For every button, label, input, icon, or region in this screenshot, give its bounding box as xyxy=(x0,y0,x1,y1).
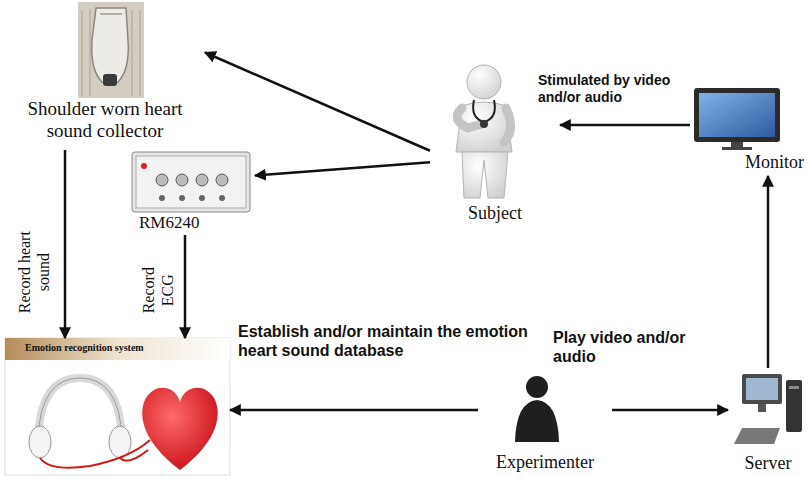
computer-box: Server xyxy=(728,368,808,474)
illustration-part xyxy=(789,386,799,389)
node-caption: RM6240 xyxy=(139,213,249,233)
illustration-part xyxy=(694,88,780,142)
illustration-part xyxy=(699,93,775,137)
node-caption: Shoulder worn heart sound collector xyxy=(5,98,205,142)
monitor-box: Monitor xyxy=(690,84,808,176)
illustration-part xyxy=(141,163,147,169)
illustration-part xyxy=(526,376,548,398)
arrow-connector xyxy=(255,162,430,175)
experimenter-figure xyxy=(515,376,559,442)
illustration-part xyxy=(40,440,150,468)
illustration-part xyxy=(29,426,51,458)
server-computer xyxy=(734,374,802,444)
system-box: Emotion recognition system xyxy=(5,338,230,475)
arrow-connector xyxy=(560,124,690,127)
person-box: Experimenter xyxy=(478,372,612,475)
monitor-icon xyxy=(694,88,780,150)
illustration-part xyxy=(473,100,495,122)
illustration-part xyxy=(132,152,250,212)
illustration-part xyxy=(78,2,144,98)
node-caption: Emotion recognition system xyxy=(25,342,220,354)
illustration-part xyxy=(456,102,512,152)
node-caption: Experimenter xyxy=(478,452,612,473)
illustration-part xyxy=(38,378,122,440)
rm6240-device xyxy=(132,152,250,212)
illustration-part xyxy=(136,156,246,208)
collector-photo xyxy=(78,2,144,98)
illustration-part xyxy=(722,147,752,150)
illustration-part xyxy=(746,378,778,400)
node-caption: Subject xyxy=(430,203,560,224)
illustration-part xyxy=(100,13,122,15)
illustration-part xyxy=(179,195,185,201)
subject-figure xyxy=(456,65,512,198)
illustration-part xyxy=(515,400,559,442)
illustration-part xyxy=(734,428,780,444)
illustration-part xyxy=(5,338,230,360)
illustration-part xyxy=(462,152,508,198)
illustration-part xyxy=(176,174,188,186)
arrow-connector xyxy=(205,53,430,151)
illustration-part xyxy=(480,120,488,128)
illustration-part xyxy=(199,195,205,201)
illustration-part xyxy=(159,195,165,201)
illustration-part xyxy=(219,195,225,201)
illustration-part xyxy=(758,404,766,412)
edge-label: Record ECG xyxy=(139,260,177,320)
illustration-part xyxy=(467,65,501,99)
arrow-connector xyxy=(184,235,187,338)
illustration-part xyxy=(103,74,117,86)
arrow-connector xyxy=(612,409,728,412)
node-caption: Server xyxy=(728,453,808,474)
node-caption: Monitor xyxy=(690,152,804,173)
edge-label: Stimulated by video and/or audio xyxy=(538,72,690,106)
illustration-part xyxy=(742,374,782,404)
illustration-part xyxy=(196,174,208,186)
arrow-connector xyxy=(767,176,770,368)
device-caption-box: Shoulder worn heart sound collector xyxy=(5,0,205,150)
illustration-part xyxy=(5,338,230,475)
illustration-part xyxy=(156,174,168,186)
edge-label: Play video and/or audio xyxy=(553,328,728,366)
edge-label: Establish and/or maintain the emotion he… xyxy=(238,322,538,360)
device-box: RM6240 xyxy=(125,150,255,235)
arrow-connector xyxy=(230,409,478,412)
illustration-part xyxy=(216,174,228,186)
illustration-part xyxy=(504,108,511,142)
illustration-part xyxy=(120,450,148,461)
illustration-part xyxy=(786,380,802,432)
emotion-system-picture xyxy=(5,338,230,475)
illustration-part xyxy=(38,378,122,440)
illustration-part xyxy=(142,388,218,470)
arrow-connector xyxy=(64,150,67,338)
edge-label: Record heart sound xyxy=(15,230,53,314)
illustration-part xyxy=(92,8,129,82)
